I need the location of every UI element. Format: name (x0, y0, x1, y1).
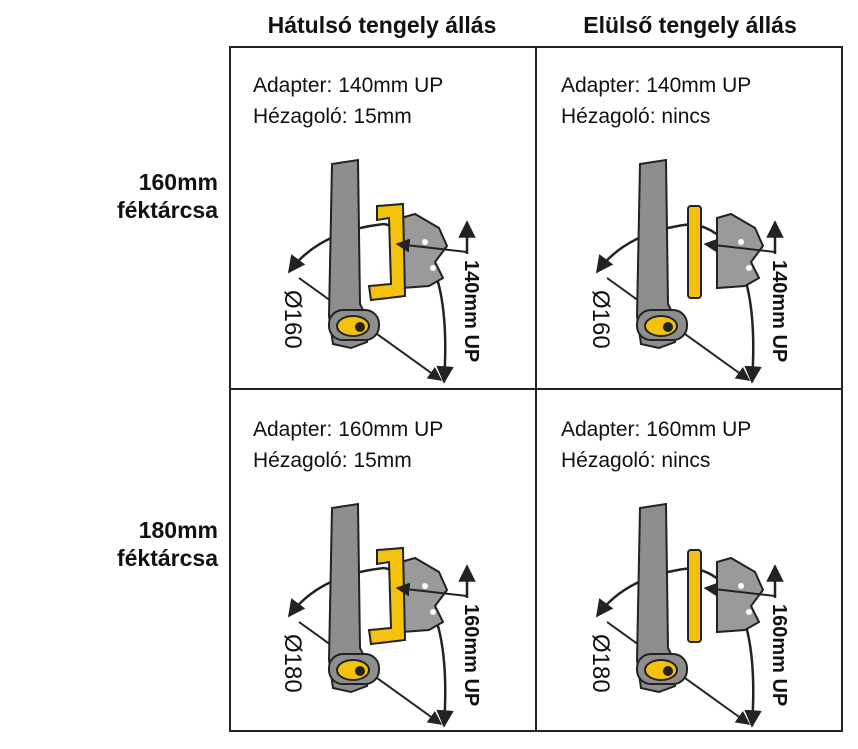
adapter-plate (367, 202, 407, 302)
adapter-plate (687, 205, 702, 299)
adapter-text: Adapter: 160mm UP (561, 418, 752, 441)
column-header-rear: Hátulsó tengely állás (267, 12, 497, 38)
caliper-vent (746, 609, 752, 615)
row-header-160: 160mm féktárcsa (18, 168, 218, 224)
caliper-vent (746, 265, 752, 271)
axle-bolt (355, 322, 365, 332)
axle-bolt (355, 666, 365, 676)
spacer-text: Hézagoló: nincs (561, 105, 711, 128)
row-header-label: féktárcsa (116, 545, 218, 571)
adapter-text: Adapter: 140mm UP (561, 74, 752, 97)
cell-rear-160: Adapter: 140mm UP Hézagoló: 15mm Ø160 140… (229, 46, 535, 388)
caliper-body (716, 556, 765, 634)
column-header-front: Elülső tengely állás (583, 12, 797, 38)
disc-diameter-label: Ø180 (587, 634, 614, 693)
brake-mount-diagram: Ø160 140mm UP (587, 158, 790, 384)
spacer-text: Hézagoló: nincs (561, 449, 711, 472)
caliper-vent (430, 609, 436, 615)
brake-mount-diagram: Ø180 160mm UP (587, 502, 790, 728)
cell-rear-180: Adapter: 160mm UP Hézagoló: 15mm Ø180 160… (229, 390, 535, 732)
disc-arc (287, 566, 385, 618)
spacer-text: Hézagoló: 15mm (253, 449, 412, 472)
mount-arrow (703, 582, 776, 597)
disc-arc (287, 222, 385, 274)
adapter-up-label: 140mm UP (460, 260, 482, 362)
adapter-text: Adapter: 160mm UP (253, 418, 444, 441)
brake-mount-diagram: Ø160 140mm UP (279, 158, 482, 384)
disc-diameter-label: Ø160 (587, 290, 614, 349)
row-header-label: féktárcsa (116, 197, 218, 223)
caliper-vent (738, 239, 744, 245)
spacer-text: Hézagoló: 15mm (253, 105, 412, 128)
mount-arrow (395, 238, 468, 253)
disc-diameter-label: Ø160 (279, 290, 306, 349)
disc-arc (595, 566, 693, 618)
axle-bolt (663, 666, 673, 676)
cell-front-160: Adapter: 140mm UP Hézagoló: nincs Ø160 14… (537, 46, 843, 388)
caliper-body (400, 556, 449, 634)
disc-diameter-label: Ø180 (279, 634, 306, 693)
cell-text: Adapter: 160mm UP Hézagoló: nincs (561, 414, 751, 476)
cell-text: Adapter: 160mm UP Hézagoló: 15mm (253, 414, 443, 476)
row-header-180: 180mm féktárcsa (18, 516, 218, 572)
caliper-body (716, 212, 765, 290)
caliper-vent (422, 583, 428, 589)
adapter-up-label: 160mm UP (460, 604, 482, 706)
brake-mount-diagram: Ø180 160mm UP (279, 502, 482, 728)
table-divider-horizontal (229, 388, 843, 390)
cell-text: Adapter: 140mm UP Hézagoló: nincs (561, 70, 751, 132)
mount-arrow (703, 238, 776, 253)
caliper-body (400, 212, 449, 290)
cell-front-180: Adapter: 160mm UP Hézagoló: nincs Ø180 16… (537, 390, 843, 732)
caliper-vent (430, 265, 436, 271)
adapter-up-label: 160mm UP (768, 604, 790, 706)
caliper-vent (738, 583, 744, 589)
axle-bolt (663, 322, 673, 332)
row-header-size: 180mm (138, 517, 218, 543)
disc-arc (595, 222, 693, 274)
adapter-text: Adapter: 140mm UP (253, 74, 444, 97)
mount-arrow (395, 582, 468, 597)
cell-text: Adapter: 140mm UP Hézagoló: 15mm (253, 70, 443, 132)
caliper-vent (422, 239, 428, 245)
adapter-plate (367, 546, 407, 646)
row-header-size: 160mm (138, 169, 218, 195)
adapter-plate (687, 549, 702, 643)
adapter-up-label: 140mm UP (768, 260, 790, 362)
